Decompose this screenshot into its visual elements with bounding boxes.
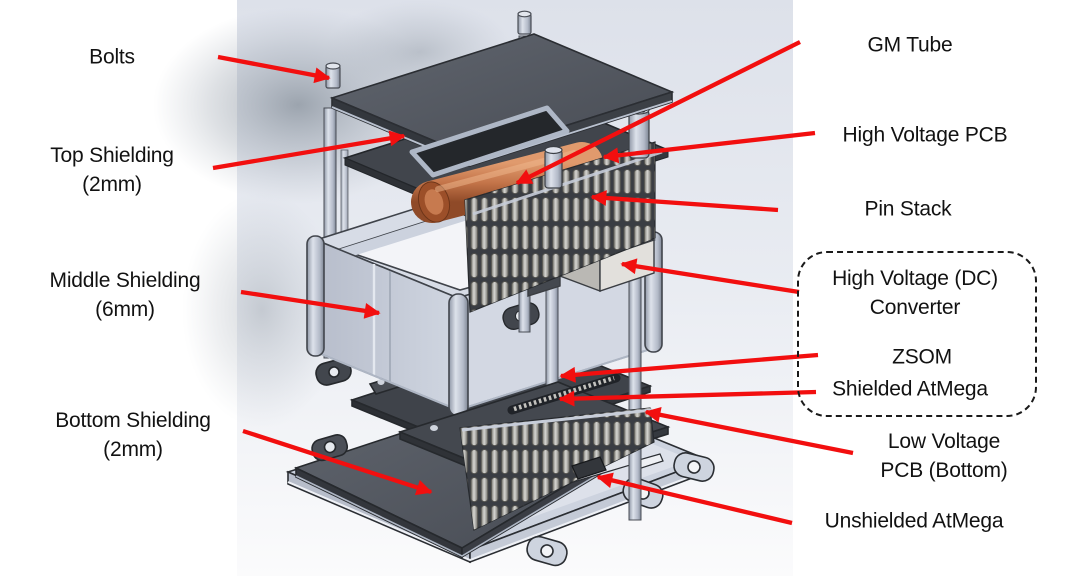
arrow-gm-tube [515,40,801,185]
arrow-high-voltage-pcb [602,130,816,164]
label-line: Low Voltage [887,430,1001,453]
label-unshielded-atmega: Unshielded AtMega [825,507,1004,536]
label-line: High Voltage PCB [842,123,1008,147]
label-pin-stack: Pin Stack [865,195,952,224]
label-line: Converter [869,296,961,319]
mount-hole [323,440,337,454]
label-line: PCB (Bottom) [880,459,1008,482]
label-line: Top Shielding [50,144,174,167]
mount-hole [328,366,340,378]
label-line: ZSOM [892,345,952,369]
annotation-arrows [212,40,854,526]
top-plate-cutout [409,105,570,178]
label-shielded-atmega: Shielded AtMega [832,375,988,404]
label-bottom-shielding: Bottom Shielding (2mm) [55,406,211,464]
hv-converter-group-box [797,251,1037,417]
mount-hole [687,460,701,474]
label-line: (2mm) [103,438,163,461]
label-line: Bottom Shielding [55,409,211,432]
label-hv-dc-converter: High Voltage (DC) Converter [832,264,998,322]
label-zsom: ZSOM [892,343,952,372]
label-bolts: Bolts [89,43,135,72]
label-top-shielding: Top Shielding (2mm) [50,141,174,199]
arrow-middle-shielding [240,289,381,319]
pin-stack-top [464,141,663,313]
arrow-zsom [559,352,819,383]
label-middle-shielding: Middle Shielding (6mm) [50,266,201,324]
arrow-pin-stack [590,190,779,213]
label-high-voltage-pcb: High Voltage PCB [843,121,1008,150]
arrow-hv-converter [620,258,800,295]
label-gm-tube: GM Tube [868,31,953,60]
label-low-voltage-pcb: Low Voltage PCB (Bottom) [880,427,1007,485]
label-line: Bolts [89,45,135,69]
label-line: (2mm) [82,173,142,196]
label-line: High Voltage (DC) [832,267,998,290]
arrow-bolts [217,54,331,84]
pin-stack-bottom [459,407,655,531]
arrow-unshielded-atmega [596,472,793,526]
arrow-shielded-atmega [558,389,817,407]
label-line: GM Tube [867,33,953,57]
mount-hole [540,544,554,558]
arrow-top-shielding [212,130,406,171]
label-line: Middle Shielding [49,269,201,292]
arrow-bottom-shielding [242,428,433,496]
unshielded-atmega-chip [571,456,607,480]
label-line: Unshielded AtMega [824,509,1004,533]
label-line: (6mm) [95,298,155,321]
label-line: Shielded AtMega [832,377,988,401]
arrow-low-voltage-pcb [644,406,854,456]
label-line: Pin Stack [864,197,952,221]
